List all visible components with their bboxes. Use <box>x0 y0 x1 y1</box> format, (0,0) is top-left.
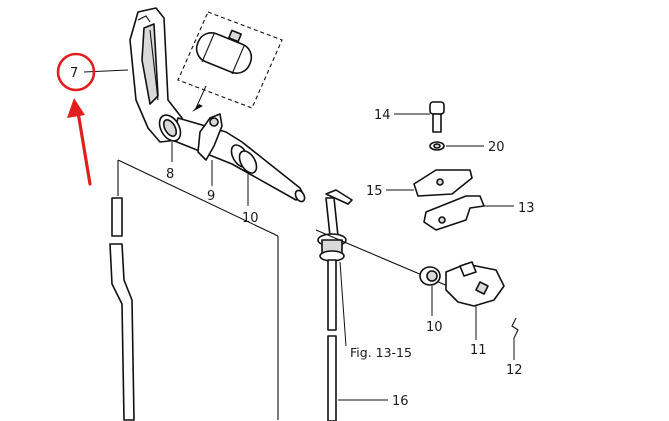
inset-cylinder <box>195 29 253 75</box>
red-annotation <box>56 52 96 186</box>
part-labels: 7 8 9 10 14 20 15 13 10 11 12 16 Fig. 13… <box>70 66 535 409</box>
part-10-collar-a <box>230 144 258 174</box>
label-part-12: 12 <box>506 363 523 378</box>
leader-lines <box>83 69 515 401</box>
label-part-7: 7 <box>70 66 78 81</box>
inset-detail <box>177 11 283 112</box>
left-rod <box>109 159 279 421</box>
part-12-pin <box>511 317 519 339</box>
label-part-8: 8 <box>166 167 174 182</box>
inset-arrow <box>192 85 207 112</box>
part-9-fork <box>197 113 223 161</box>
label-part-10-a: 10 <box>242 211 259 226</box>
shaft-assembly <box>158 113 306 203</box>
label-part-13: 13 <box>518 201 535 216</box>
part-13-plate <box>423 195 485 231</box>
part-7-lever <box>129 7 183 143</box>
label-part-10-b: 10 <box>426 320 443 335</box>
label-part-14: 14 <box>374 108 391 123</box>
grommet <box>317 233 347 262</box>
label-part-15: 15 <box>366 184 383 199</box>
part-14-bolt <box>429 101 445 133</box>
highlight-arrow-head <box>67 98 85 118</box>
part-10-collar-b <box>419 266 441 286</box>
label-figure-reference: Fig. 13-15 <box>350 345 412 360</box>
label-part-20: 20 <box>488 140 505 155</box>
label-part-16: 16 <box>392 394 409 409</box>
highlight-arrow-shaft <box>76 110 92 186</box>
part-8-ring <box>158 114 182 142</box>
part-11-lever <box>445 261 505 307</box>
highlight-circle <box>56 52 96 92</box>
part-15-bracket <box>413 169 473 197</box>
label-part-11: 11 <box>470 343 487 358</box>
fig-13-15-rod <box>315 189 463 331</box>
part-16-rod <box>327 335 337 421</box>
label-part-9: 9 <box>207 189 215 204</box>
part-20-washer <box>429 141 445 151</box>
